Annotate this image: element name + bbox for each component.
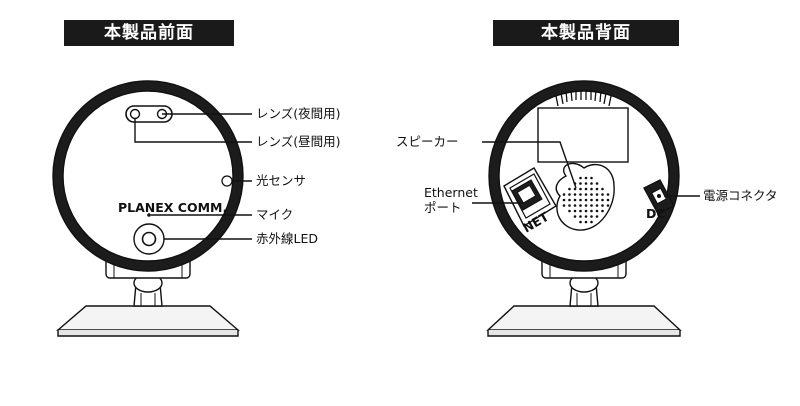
front-logo: PLANEX COMM.: [118, 200, 227, 215]
speaker-dot: [579, 193, 582, 196]
speaker-dot: [595, 187, 599, 191]
label-ir-led: 赤外線LED: [256, 231, 318, 246]
speaker-dot: [579, 215, 582, 218]
dc-port: DC: [643, 179, 675, 221]
speaker-dot: [590, 209, 593, 213]
label-power-connector: 電源コネクタ: [703, 188, 778, 203]
speaker-dot: [584, 209, 588, 213]
speaker-dot: [595, 209, 599, 213]
label-light-sensor: 光センサ: [256, 173, 306, 188]
speaker-dot: [606, 198, 610, 202]
speaker-dot: [568, 198, 571, 202]
lens-housing: [125, 105, 173, 123]
speaker-dot: [595, 215, 599, 218]
back-label-panel: [537, 107, 629, 163]
speaker-dot: [562, 198, 566, 202]
speaker-dot: [595, 198, 599, 202]
label-lens-night: レンズ(夜間用): [256, 106, 341, 121]
speaker-dot: [573, 209, 577, 213]
back-vent: [555, 89, 612, 107]
speaker-dot: [579, 176, 582, 180]
speaker-dot: [584, 193, 588, 196]
label-mic: マイク: [256, 207, 293, 222]
speaker-dot: [601, 204, 604, 207]
speaker-dot: [601, 187, 604, 191]
leader-lens-day: [134, 119, 252, 143]
speaker-dot: [606, 204, 610, 207]
speaker-dot: [568, 193, 571, 196]
speaker-dot: [584, 176, 588, 180]
speaker-dot: [601, 198, 604, 202]
speaker-dot: [573, 215, 577, 218]
speaker-dot: [601, 193, 604, 196]
speaker-dot: [584, 204, 588, 207]
speaker-dot: [579, 187, 582, 191]
back-camera: NET DC スピーカー Ethernet ポート 電源コネクタ: [396, 80, 778, 337]
speaker-dot: [562, 193, 566, 196]
speaker-dot: [579, 198, 582, 202]
front-header: 本製品前面: [64, 20, 234, 46]
speaker-dot: [590, 215, 593, 218]
speaker-dot: [590, 187, 593, 191]
speaker-dot: [590, 220, 593, 224]
speaker-dot: [568, 187, 571, 191]
speaker-dot: [595, 193, 599, 196]
back-stand: [569, 273, 599, 307]
label-ethernet-line2: ポート: [424, 200, 462, 215]
speaker-dot: [573, 187, 577, 191]
speaker-dot: [573, 204, 577, 207]
speaker-dot: [568, 204, 571, 207]
front-base: [56, 305, 240, 337]
speaker-dot: [590, 198, 593, 202]
speaker-dot: [595, 204, 599, 207]
speaker-dot: [579, 220, 582, 224]
speaker-dot: [579, 182, 582, 185]
back-header: 本製品背面: [493, 20, 679, 46]
speaker-dot: [573, 193, 577, 196]
label-ethernet-line1: Ethernet: [424, 185, 478, 200]
light-sensor: [221, 175, 233, 187]
speaker-dot: [590, 193, 593, 196]
mic-hole: [147, 213, 151, 217]
speaker-dot: [584, 182, 588, 185]
speaker-dot: [595, 182, 599, 185]
speaker-dot: [579, 204, 582, 207]
lens-day: [129, 108, 141, 120]
leader-speaker: [482, 141, 577, 189]
speaker-dot: [590, 204, 593, 207]
label-speaker: スピーカー: [396, 134, 459, 149]
speaker-dot: [584, 215, 588, 218]
speaker-dot: [584, 187, 588, 191]
speaker-housing: [555, 162, 615, 231]
front-face: [62, 90, 234, 262]
front-camera: PLANEX COMM. レンズ(夜間用) レンズ(昼間用) 光センサ マイク …: [52, 80, 341, 337]
label-lens-day: レンズ(昼間用): [256, 134, 341, 149]
speaker-dot: [562, 204, 566, 207]
speaker-dot: [590, 182, 593, 185]
front-stand: [133, 273, 163, 307]
speaker-dot: [606, 193, 610, 196]
speaker-dot: [590, 176, 593, 180]
speaker-dot: [601, 209, 604, 213]
speaker-dot: [584, 220, 588, 224]
back-base: [486, 305, 682, 337]
speaker-dot: [579, 209, 582, 213]
dc-mark: DC: [646, 206, 666, 221]
speaker-dot: [584, 198, 588, 202]
speaker-dot: [568, 209, 571, 213]
speaker-dot: [573, 198, 577, 202]
